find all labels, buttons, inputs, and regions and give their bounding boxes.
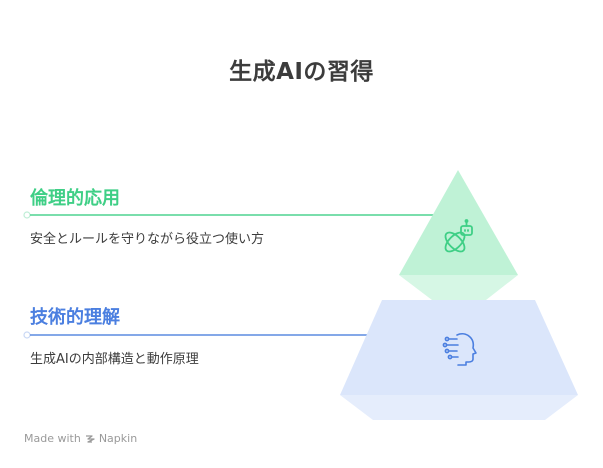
watermark-brand: Napkin (98, 432, 138, 445)
pyramid-bottom-layer (340, 300, 578, 420)
pyramid-top-layer (399, 170, 518, 300)
napkin-logo-icon (85, 434, 95, 443)
connector-technical (23, 331, 373, 339)
technical-understanding-heading: 技術的理解 (30, 307, 120, 328)
technical-understanding-description: 生成AIの内部構造と動作原理 (30, 352, 199, 367)
diagram-title: 生成AIの習得 (229, 59, 374, 85)
napkin-watermark[interactable]: Made with Napkin (24, 432, 137, 445)
ai-head-icon (442, 333, 477, 366)
ethical-application-description: 安全とルールを守りながら役立つ使い方 (30, 232, 265, 247)
watermark-prefix: Made with (24, 432, 81, 445)
ethical-application-heading: 倫理的応用 (30, 188, 120, 209)
connector-ethical (23, 211, 436, 219)
robot-atom-icon (444, 219, 473, 253)
